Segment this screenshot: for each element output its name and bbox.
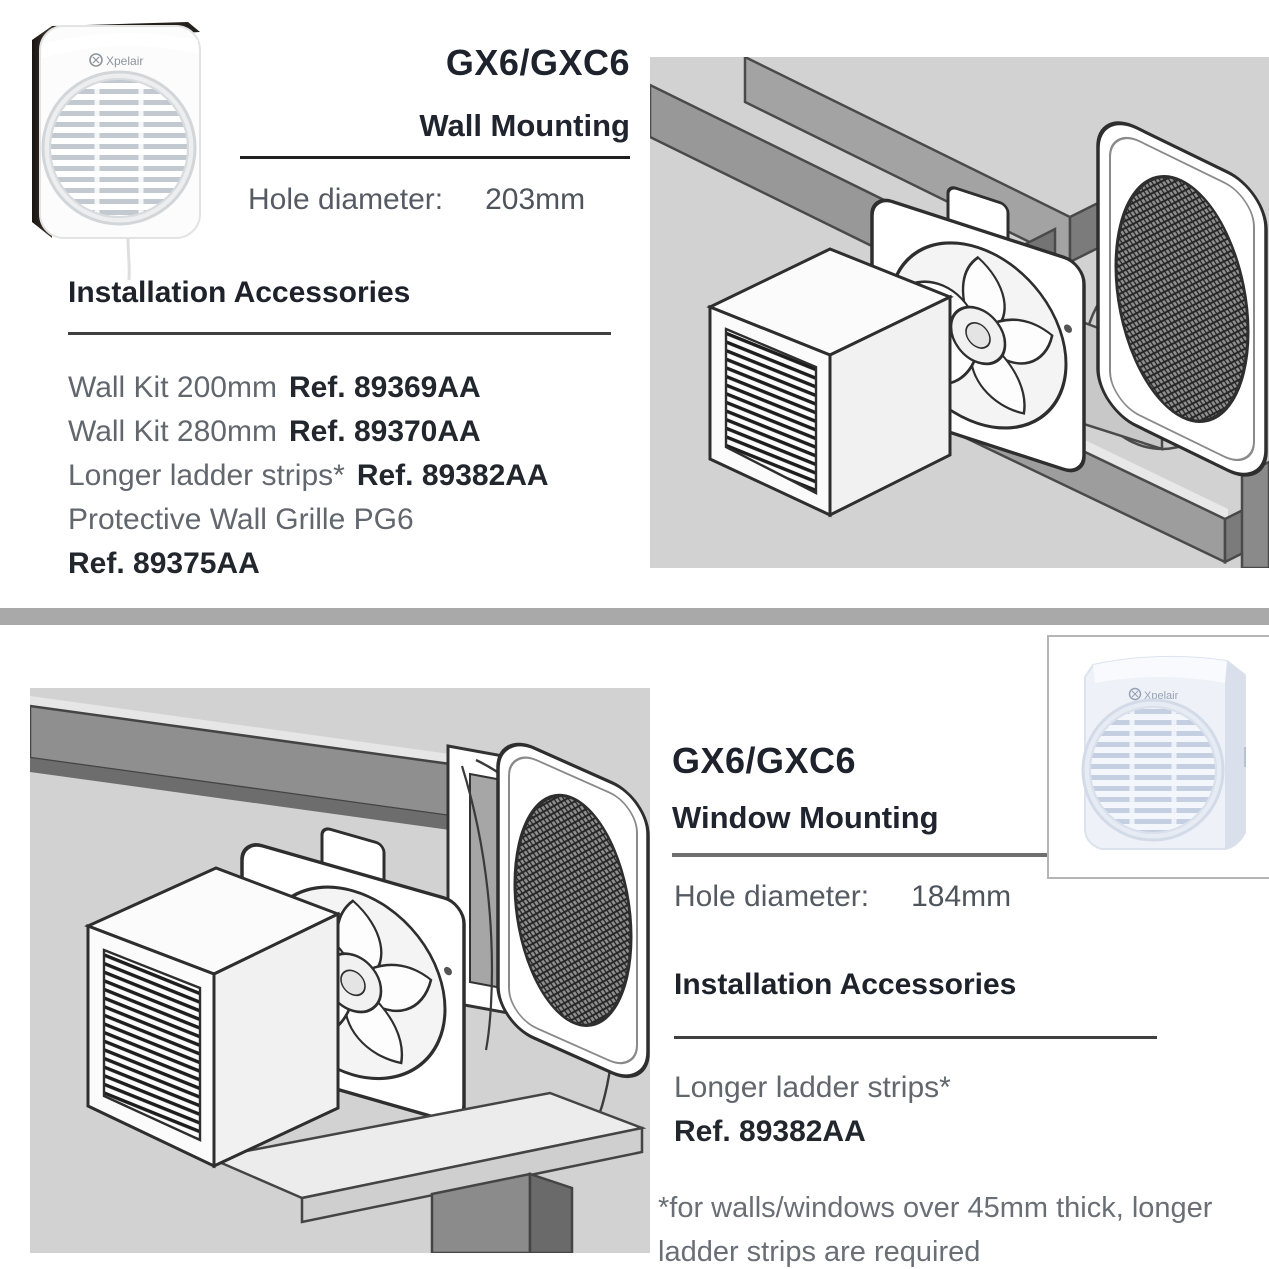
accessory-item: Wall Kit 200mm Ref. 89369AA [68,366,628,410]
accessory-name: Wall Kit 280mm [68,415,277,448]
window-mounting-diagram [30,688,650,1253]
hole-diameter-label: Hole diameter: [674,880,870,913]
accessory-item: Longer ladder strips* Ref. 89382AA [68,454,628,498]
accessory-name: Longer ladder strips* [68,459,345,492]
wall-title-rule [240,156,630,159]
pull-cord [126,237,131,281]
blue-fan-product-photo: Xpelair [1081,655,1246,850]
impeller [902,255,1054,415]
wall-accessories-heading: Installation Accessories [68,276,411,309]
accessory-ref: Ref. 89382AA [356,459,549,492]
fan-top-face [1093,656,1227,683]
wall-mounting-diagram [650,57,1269,568]
window-hole-diameter: Hole diameter: 184mm [674,880,1011,914]
accessory-name: Wall Kit 200mm [68,371,277,404]
accessory-name: Protective Wall Grille PG6 [68,503,414,536]
window-accessories-rule [674,1036,1157,1039]
window-sill [205,1091,647,1253]
wall-hole-diameter: Hole diameter: 203mm [248,183,585,217]
footnote: *for walls/windows over 45mm thick, long… [658,1192,1213,1268]
white-fan-product-photo: Xpelair [32,22,201,281]
window-title-rule [672,853,1047,857]
interior-fan-unit [84,866,342,1169]
window-model-title: GX6/GXC6 [672,740,857,781]
wall-title-block: GX6/GXC6 Wall Mounting [240,42,630,144]
wall-mounting-subtitle: Wall Mounting [419,108,630,143]
window-accessories-list: Longer ladder strips* Ref. 89382AA [674,1066,1234,1154]
accessory-name: Longer ladder strips* [674,1071,951,1104]
window-accessories-heading: Installation Accessories [674,968,1017,1001]
accessory-ref: Ref. 89382AA [674,1115,866,1148]
hole-diameter-value: 184mm [911,880,1012,913]
fan-plate [240,827,466,1123]
window-title-block: GX6/GXC6 Window Mounting [672,740,939,836]
fan-grille [41,70,197,226]
wall-accessories-list: Wall Kit 200mm Ref. 89369AA Wall Kit 280m… [68,366,628,586]
fan-top-face [42,32,198,58]
blue-fan-photo-box: Xpelair [1047,635,1269,879]
exterior-grille [496,742,650,1079]
xpelair-logo: Xpelair [89,53,143,68]
interior-fan-unit [706,247,954,518]
window-mounting-subtitle: Window Mounting [672,800,939,835]
wall-accessories-rule [68,332,611,335]
fan-side-face [1225,661,1245,849]
logo-text: Xpelair [106,54,143,68]
window-frame-top [30,696,452,830]
wall-model-title: GX6/GXC6 [445,42,630,83]
fan-grille [1081,698,1225,842]
hole-diameter-label: Hole diameter: [248,183,444,216]
exterior-grille [1096,121,1268,477]
accessory-ref: Ref. 89369AA [288,371,481,404]
accessory-ref: Ref. 89375AA [68,547,260,580]
section-divider [0,608,1269,625]
accessory-item: Longer ladder strips* Ref. 89382AA [674,1066,1234,1154]
accessory-item: Wall Kit 280mm Ref. 89370AA [68,410,628,454]
accessory-ref: Ref. 89370AA [288,415,481,448]
cord [460,765,494,1051]
hole-diameter-value: 203mm [485,183,586,216]
